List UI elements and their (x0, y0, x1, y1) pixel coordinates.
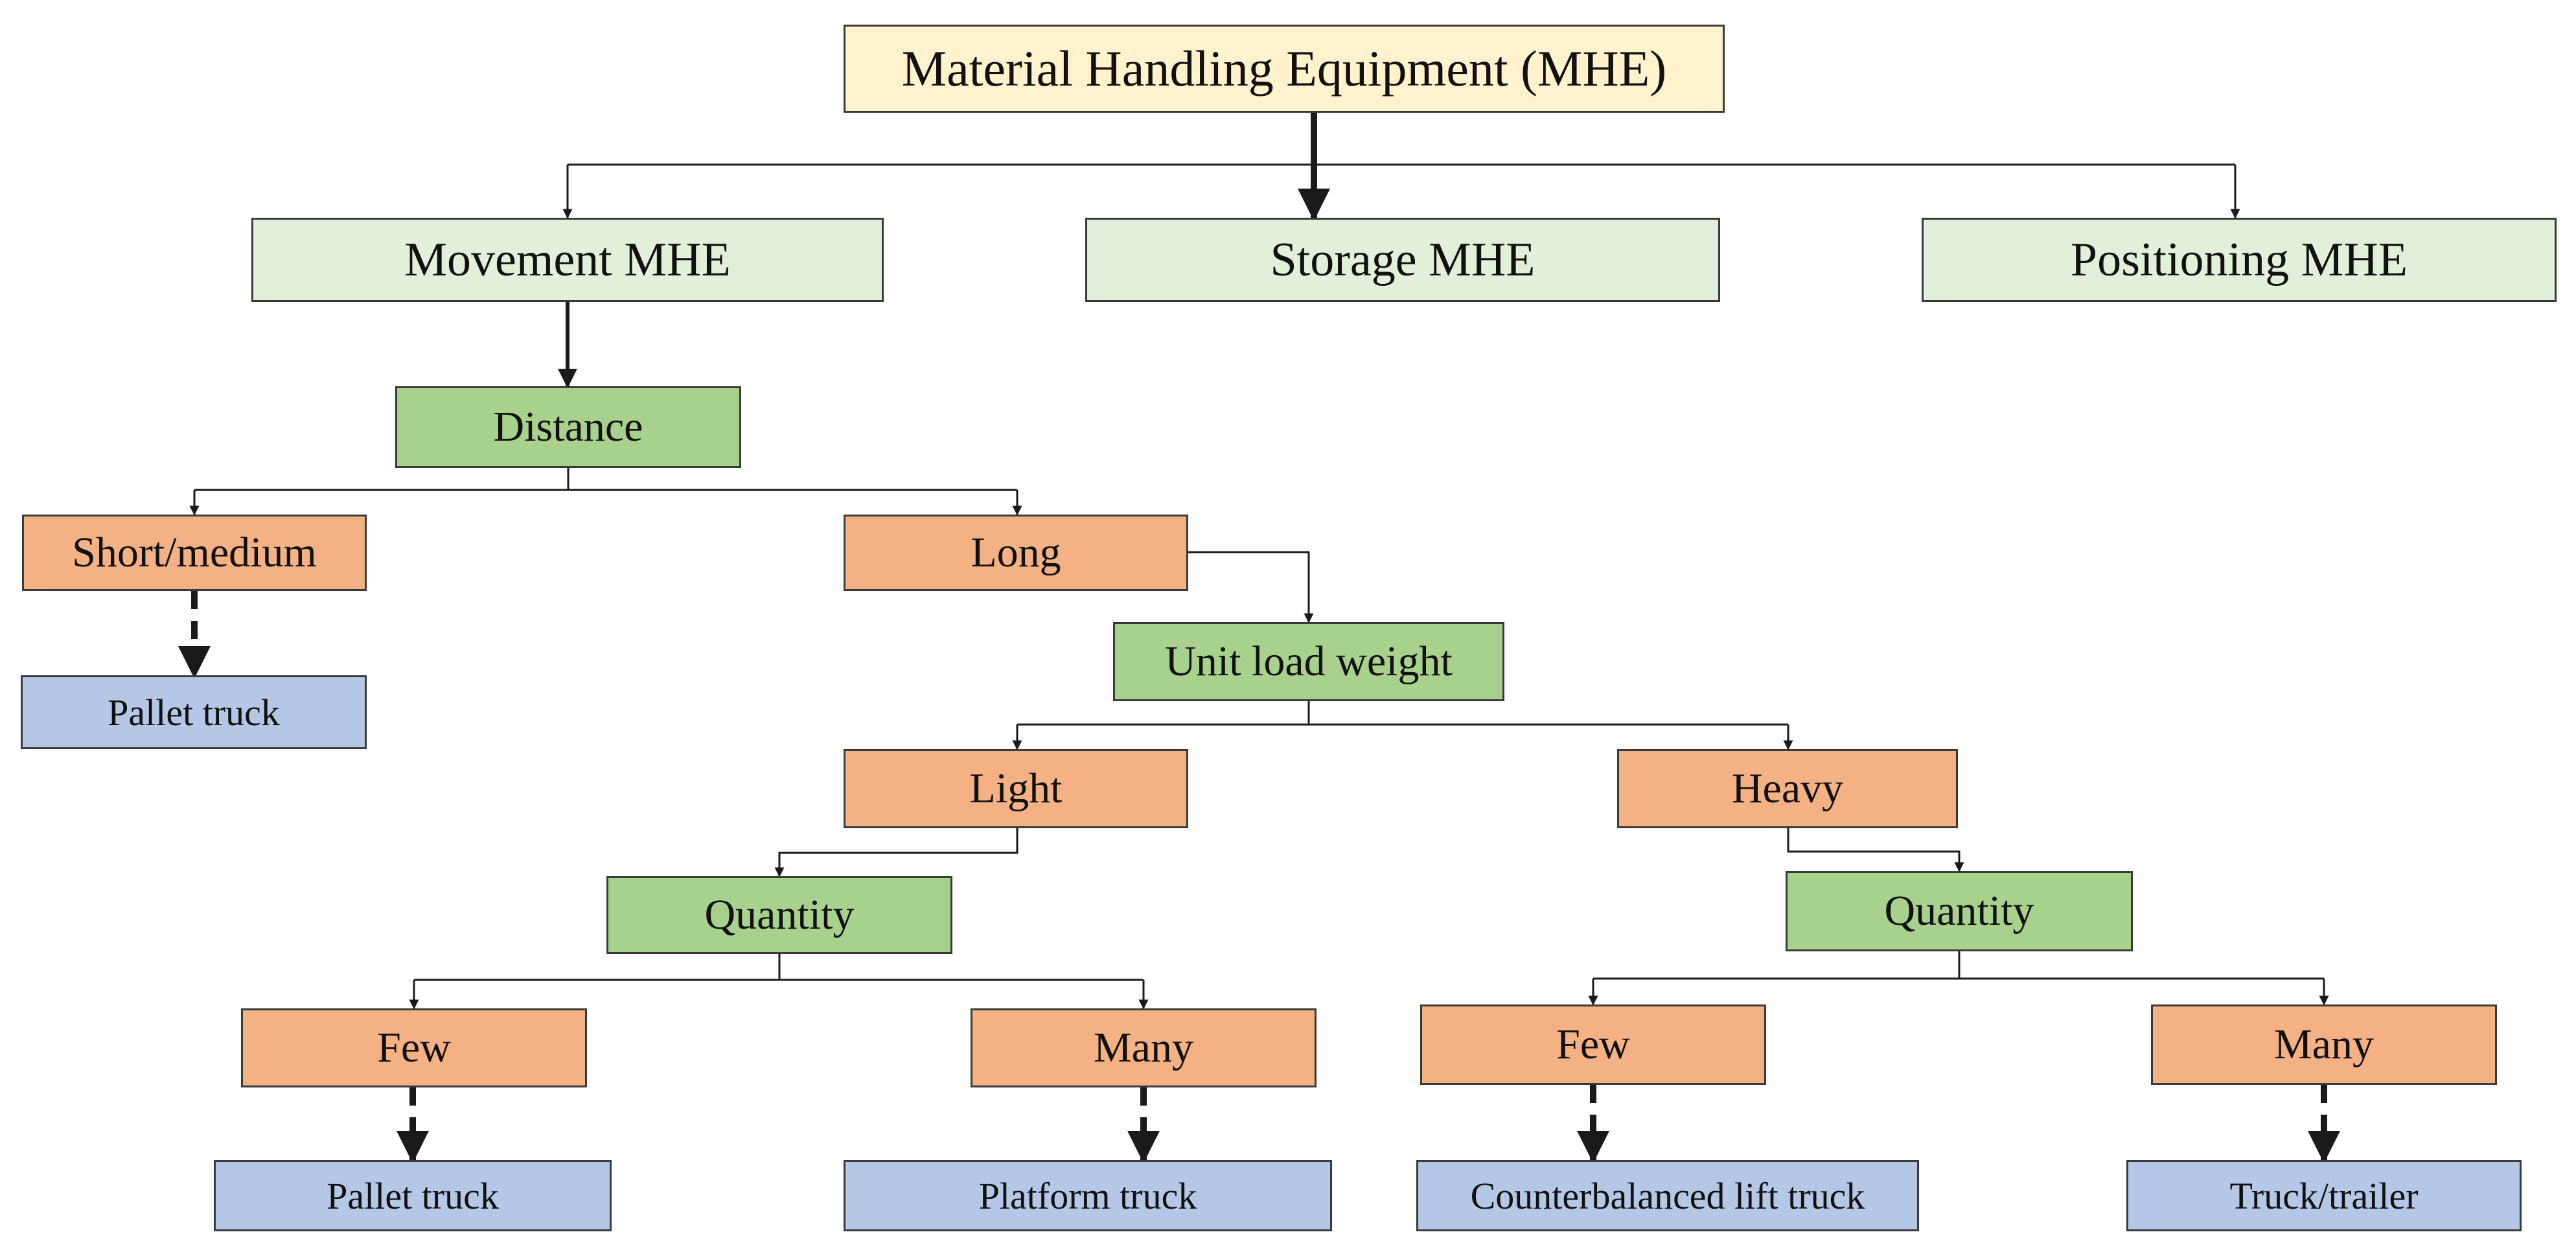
criterion-quantity-heavy: Quantity (1786, 871, 2133, 951)
category-movement-mhe: Movement MHE (251, 218, 884, 302)
option-few-heavy: Few (1420, 1004, 1766, 1085)
option-short-medium: Short/medium (22, 515, 367, 591)
option-heavy: Heavy (1617, 749, 1958, 828)
equipment-pallet-truck-short: Pallet truck (21, 675, 367, 749)
criterion-unit-load-weight: Unit load weight (1113, 622, 1504, 701)
category-positioning-mhe: Positioning MHE (1922, 218, 2557, 302)
edge-light-quantity (774, 828, 1018, 877)
criterion-distance: Distance (395, 386, 741, 468)
option-long: Long (844, 515, 1188, 591)
equipment-counterbalanced-lift-truck: Counterbalanced lift truck (1416, 1160, 1919, 1231)
criterion-quantity-light: Quantity (606, 876, 952, 954)
root-node-mhe: Material Handling Equipment (MHE) (844, 25, 1725, 113)
equipment-platform-truck: Platform truck (844, 1160, 1332, 1231)
equipment-pallet-truck-light: Pallet truck (214, 1160, 612, 1231)
equipment-truck-trailer: Truck/trailer (2126, 1160, 2522, 1231)
option-few-light: Few (241, 1008, 587, 1087)
option-many-light: Many (971, 1008, 1317, 1087)
category-storage-mhe: Storage MHE (1085, 218, 1720, 302)
edge-long-weight (1188, 551, 1314, 623)
edge-heavy-quantity (1787, 828, 1964, 872)
option-many-heavy: Many (2151, 1004, 2497, 1085)
option-light: Light (844, 749, 1188, 828)
